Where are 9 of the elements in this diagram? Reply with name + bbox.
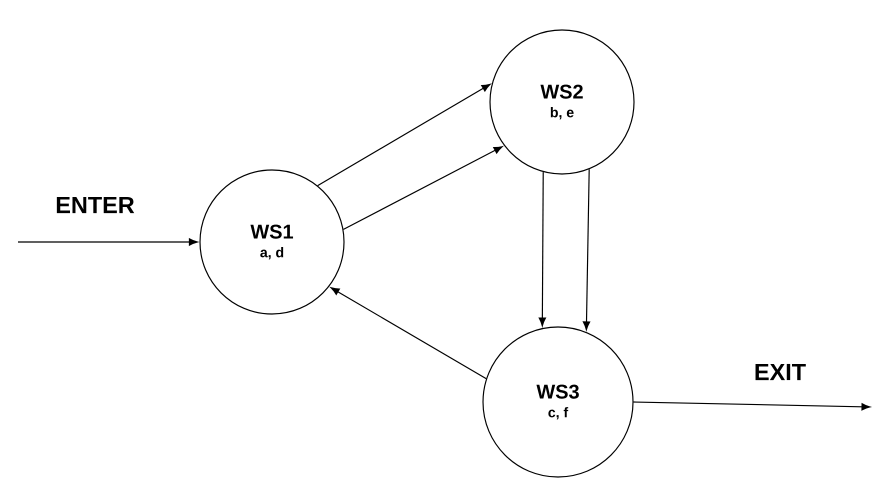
edge-label: EXIT — [756, 364, 806, 380]
arrow — [343, 146, 503, 230]
arrow — [330, 287, 486, 380]
arrow — [538, 172, 546, 326]
arrow — [634, 401, 870, 410]
arrow — [18, 238, 198, 246]
arrow — [317, 84, 490, 186]
arrow — [582, 169, 590, 330]
edge-label: ENTER — [56, 196, 134, 214]
